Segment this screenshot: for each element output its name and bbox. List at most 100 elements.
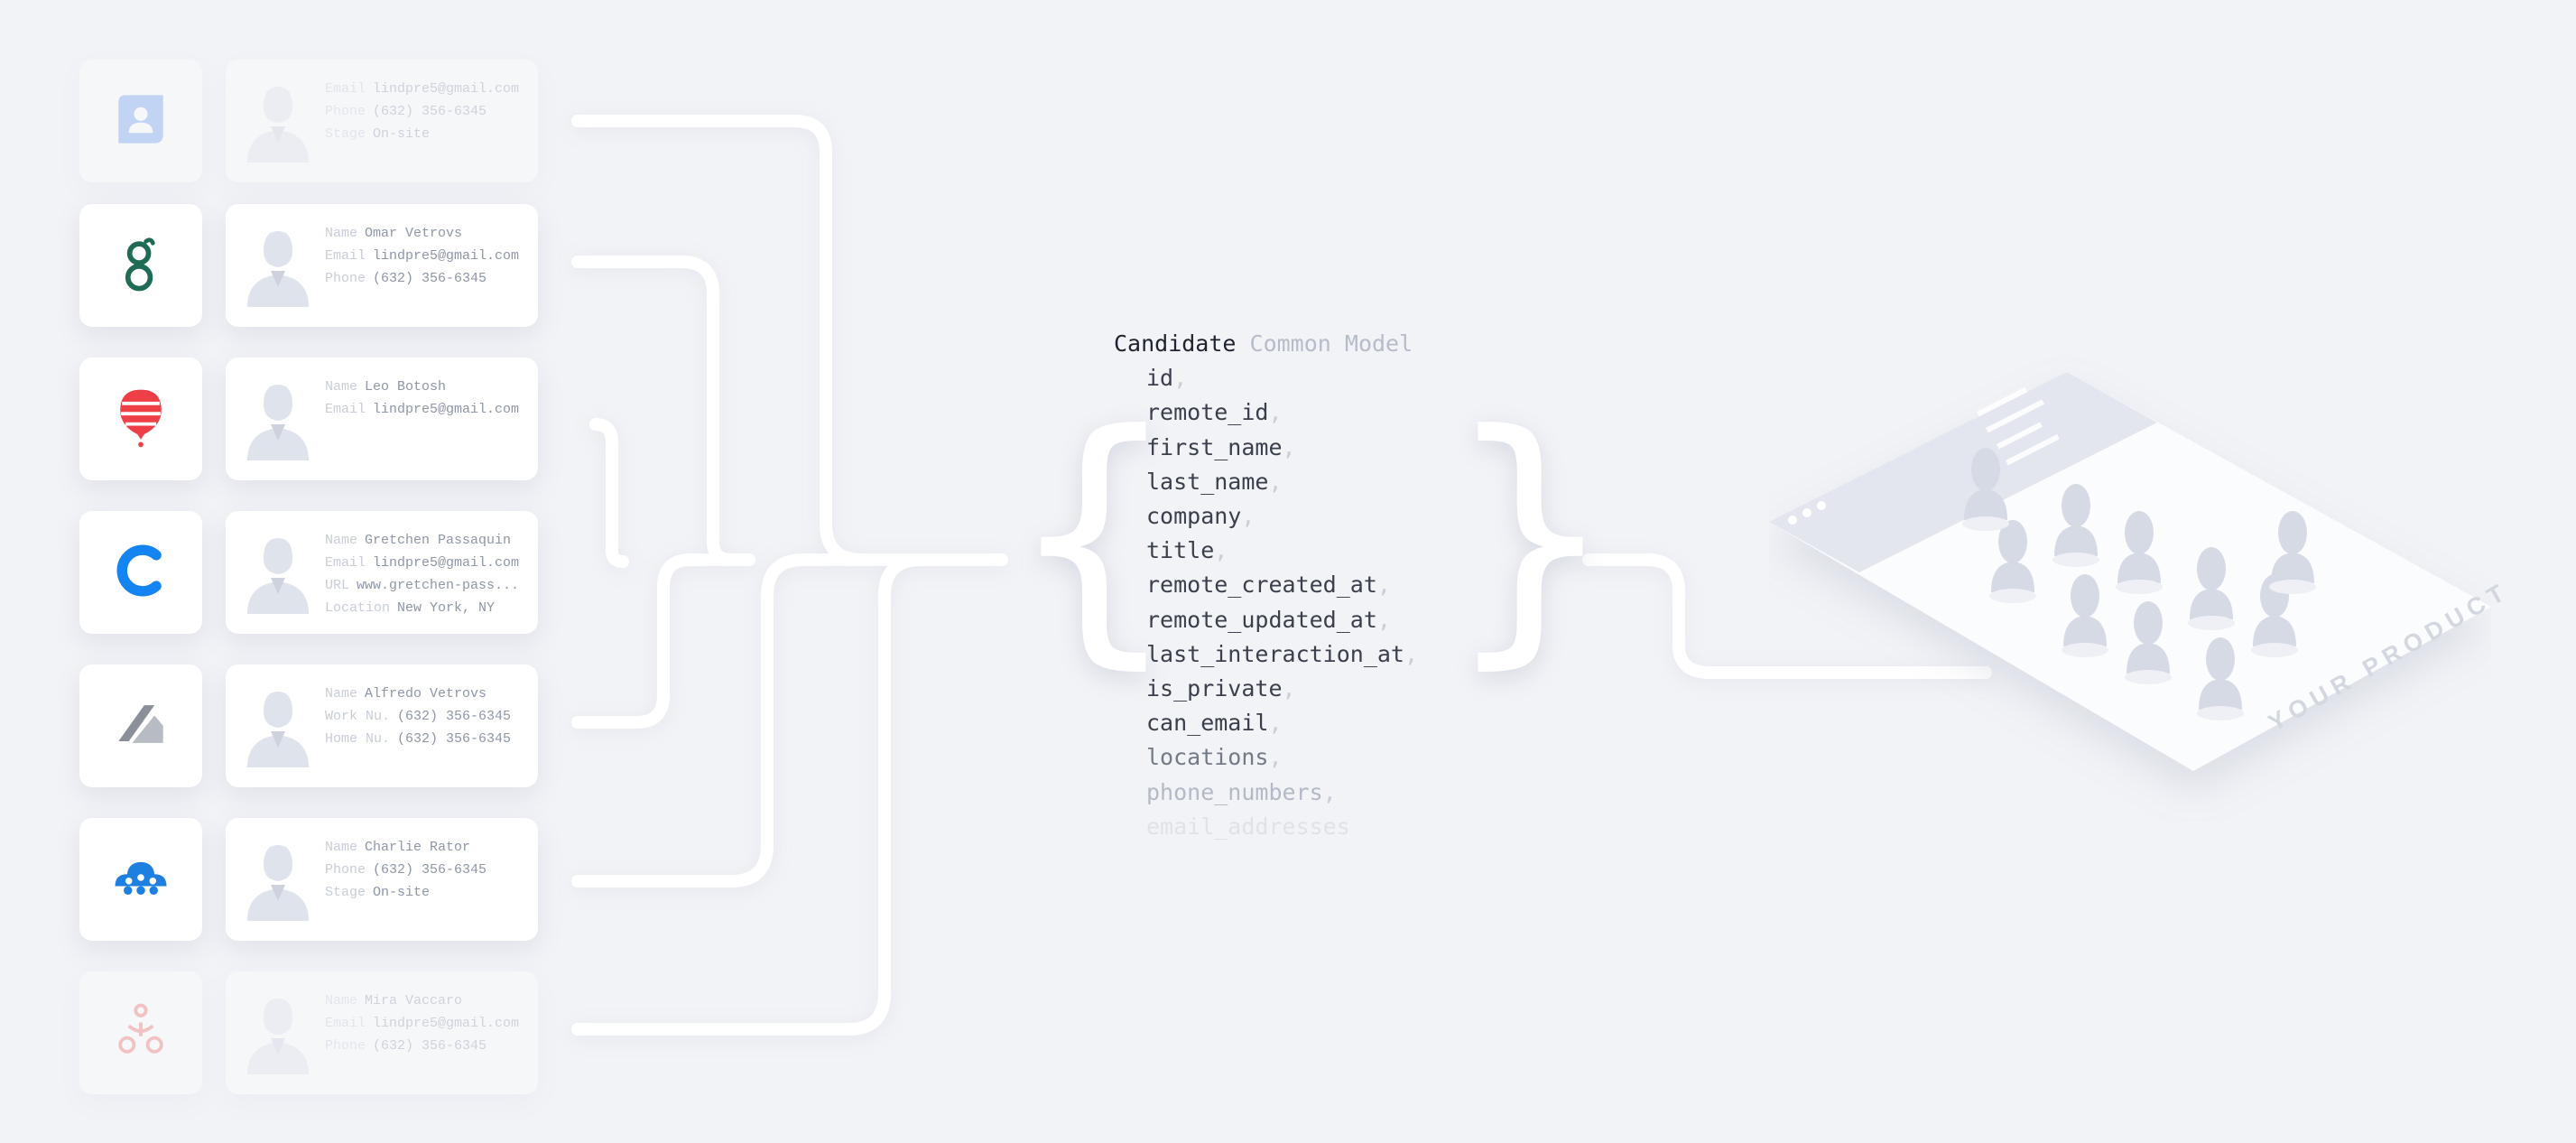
wire-3: [589, 418, 629, 568]
product-illustration: [1769, 372, 2491, 771]
model-subtitle: Common Model: [1249, 330, 1413, 357]
model-field-name: is_private: [1146, 675, 1283, 702]
product-user-figure: [2197, 637, 2244, 720]
c-letter-icon: [107, 536, 175, 609]
field-value: On-site: [373, 885, 431, 900]
model-field-name: remote_updated_at: [1146, 606, 1377, 633]
field-key: Name: [325, 226, 358, 241]
field-value: Alfredo Vetrovs: [365, 686, 487, 702]
model-title: Candidate: [1114, 330, 1237, 357]
model-field: locations,: [1114, 740, 1418, 775]
model-field: is_private,: [1114, 672, 1418, 706]
field-separator: ,: [1376, 572, 1391, 599]
people-circle-icon: [107, 997, 175, 1070]
field-key: Work Nu.: [325, 709, 391, 724]
model-field: last_name,: [1114, 465, 1418, 499]
model-field-name: remote_id: [1146, 399, 1269, 426]
field-value: (632) 356-6345: [373, 271, 487, 286]
field-key: Email: [325, 81, 366, 97]
window-dot: [1817, 501, 1826, 510]
product-sidebar: [1769, 372, 2135, 560]
field-value: (632) 356-6345: [397, 709, 512, 724]
model-field: first_name,: [1114, 431, 1418, 465]
model-heading: Candidate Common Model: [1114, 327, 1418, 361]
field-value: lindpre5@gmail.com: [373, 1016, 520, 1031]
record-field: Phone (632) 356-6345: [325, 859, 486, 881]
avatar-placeholder-icon: [244, 79, 312, 163]
field-value: Leo Botosh: [365, 379, 447, 395]
field-separator: ,: [1268, 399, 1283, 426]
field-separator: ,: [1268, 710, 1283, 737]
model-field-name: id: [1146, 365, 1174, 392]
model-field: id,: [1114, 361, 1418, 395]
field-value: (632) 356-6345: [373, 862, 487, 878]
record-field: Name Omar Vetrovs: [325, 222, 519, 245]
product-user-figure: [2062, 574, 2108, 657]
wire-out: [1582, 553, 1992, 679]
person-bookmark-icon: [107, 85, 175, 158]
model-field: remote_created_at,: [1114, 568, 1418, 602]
field-separator: ,: [1376, 606, 1391, 633]
product-user-figure: [2188, 547, 2235, 630]
product-user-figure: [1962, 448, 2009, 531]
field-key: Stage: [325, 885, 366, 900]
window-dot: [1788, 516, 1797, 525]
field-value: Mira Vaccaro: [365, 993, 463, 1008]
field-key: Phone: [325, 1038, 366, 1054]
model-field-name: title: [1146, 537, 1215, 564]
product-user-figure: [1989, 520, 2036, 603]
field-value: lindpre5@gmail.com: [373, 555, 520, 571]
model-field: last_interaction_at,: [1114, 637, 1418, 672]
field-key: Email: [325, 555, 366, 571]
record-field: Phone(632) 356-6345: [325, 267, 519, 290]
striped-balloon-icon: [107, 383, 175, 456]
wire-2: [571, 256, 737, 566]
wire-1: [571, 115, 990, 566]
record-field: Work Nu. (632) 356-6345: [325, 705, 511, 728]
record-field: Phone(632) 356-6345: [325, 1035, 519, 1057]
open-brace: {: [1007, 376, 1180, 692]
field-separator: ,: [1173, 365, 1188, 392]
model-field-name: remote_created_at: [1146, 572, 1377, 599]
avatar-placeholder-icon: [244, 991, 312, 1074]
common-model-schema: Candidate Common Model id,remote_id,firs…: [1114, 327, 1418, 844]
model-field-name: email_addresses: [1146, 813, 1350, 840]
field-value: Gretchen Passaquin: [365, 533, 512, 548]
field-value: lindpre5@gmail.com: [373, 248, 520, 264]
field-value: Omar Vetrovs: [365, 226, 463, 241]
field-key: Name: [325, 840, 358, 855]
field-key: Name: [325, 686, 358, 702]
model-field-name: phone_numbers: [1146, 778, 1323, 805]
model-field: company,: [1114, 499, 1418, 534]
avatar-placeholder-icon: [244, 377, 312, 460]
field-value: lindpre5@gmail.com: [373, 402, 520, 417]
field-key: Phone: [325, 862, 366, 878]
model-field: remote_id,: [1114, 395, 1418, 430]
integration-logo-card: [79, 204, 202, 327]
model-field-name: company: [1146, 503, 1242, 530]
product-user-figure: [2125, 601, 2172, 684]
product-user-figure: [2052, 484, 2099, 567]
field-value: Charlie Rator: [365, 840, 471, 855]
greenhouse-g-icon: [107, 229, 175, 302]
record-field: Email lindpre5@gmail.com: [325, 552, 519, 574]
field-value: (632) 356-6345: [373, 104, 487, 119]
model-field: email_addresses: [1114, 810, 1418, 844]
field-separator: ,: [1404, 640, 1419, 667]
wire-4: [571, 553, 755, 729]
